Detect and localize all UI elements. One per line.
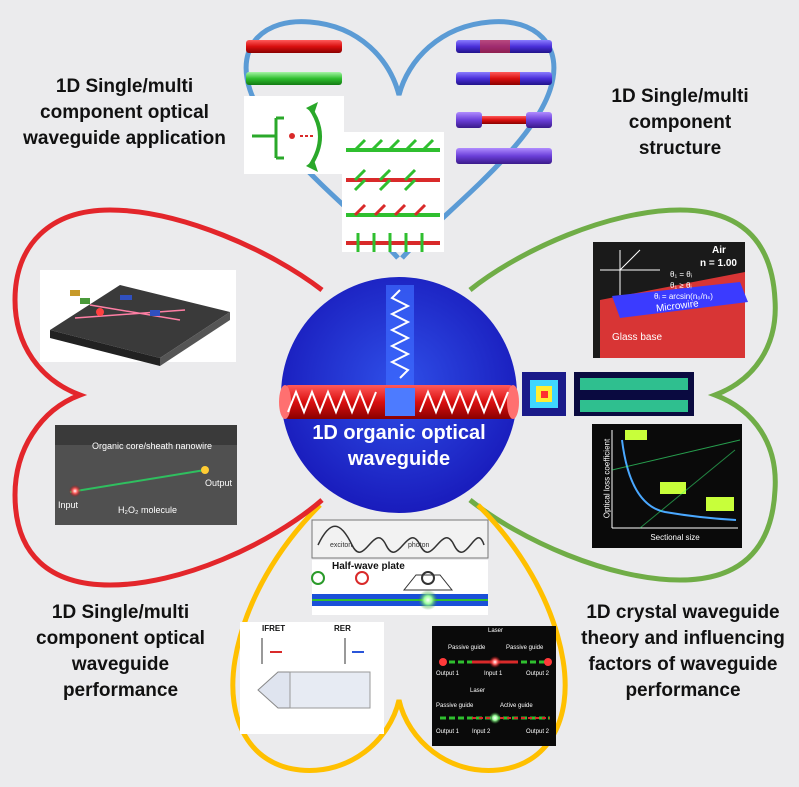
excitation-spot xyxy=(385,388,415,416)
lasing-input2: Input 2 xyxy=(472,729,491,735)
red-rod xyxy=(246,40,342,53)
right-loop xyxy=(468,207,778,583)
bottom-loop xyxy=(230,503,568,773)
lasing-active: Active guide xyxy=(500,703,533,709)
tir-eq3: θᵢ = arcsin(n₀/nₛ) xyxy=(654,292,713,301)
guided-wave-left xyxy=(287,389,377,415)
lasing-laser2: Laser xyxy=(470,688,486,694)
lasing-input1: Input 1 xyxy=(484,671,503,677)
label-top-right: 1D Single/multi component structure xyxy=(611,86,749,159)
tir-eq2: θ₁ ≥ θᵢ xyxy=(670,281,692,290)
half-wave-label: Half-wave plate xyxy=(332,561,405,572)
photon-label: photon xyxy=(408,542,430,549)
chart-xlabel: Sectional size xyxy=(650,533,700,542)
left-loop xyxy=(12,207,324,588)
tir-n-label: n = 1.00 xyxy=(700,258,737,269)
label-top-left: 1D Single/multi component optical wavegu… xyxy=(23,76,226,149)
circuit-chip xyxy=(40,270,236,366)
center-title: 1D organic optical waveguide xyxy=(312,422,486,470)
nanowire-core-label: Organic core/sheath nanowire xyxy=(92,441,213,451)
lasing-passive-b: Passive guide xyxy=(506,645,544,651)
nanowire-molecule-label: H₂O₂ molecule xyxy=(118,505,178,515)
tir-glass-label: Glass base xyxy=(612,332,663,343)
lasing-output1b: Output 1 xyxy=(436,729,460,735)
lasing-output1: Output 1 xyxy=(436,671,460,677)
exciton-label: exciton xyxy=(330,542,353,549)
lasing-output2: Output 2 xyxy=(526,671,550,677)
label-bottom-left: 1D Single/multi component optical wavegu… xyxy=(36,602,205,701)
ifret-label: IFRET xyxy=(262,624,286,633)
nanowire-image xyxy=(55,425,237,525)
loss-curve xyxy=(621,439,737,521)
lasing-passive-c: Passive guide xyxy=(436,703,474,709)
tir-air-label: Air xyxy=(712,245,726,256)
tir-eq1: θ₁ = θᵢ xyxy=(670,270,692,279)
guided-wave-right xyxy=(419,389,509,415)
nanowire-output-label: Output xyxy=(205,478,233,488)
rod-end-right xyxy=(507,385,519,419)
lasing-output2b: Output 2 xyxy=(526,729,550,735)
lasing-panel xyxy=(432,626,556,746)
chart-ylabel: Optical loss coefficient xyxy=(602,438,612,519)
branched-structures xyxy=(342,132,444,252)
rod-end-left xyxy=(279,385,291,419)
lasing-laser1: Laser xyxy=(488,628,504,634)
ifret-panel xyxy=(240,622,384,734)
label-bottom-right: 1D crystal waveguide theory and influenc… xyxy=(581,602,785,701)
nanowire-input-label: Input xyxy=(58,500,79,510)
lasing-passive-a: Passive guide xyxy=(448,645,486,651)
rer-label: RER xyxy=(334,624,351,633)
emission-wave xyxy=(389,289,411,379)
hetero-rods xyxy=(456,40,552,164)
green-rod xyxy=(246,72,342,85)
